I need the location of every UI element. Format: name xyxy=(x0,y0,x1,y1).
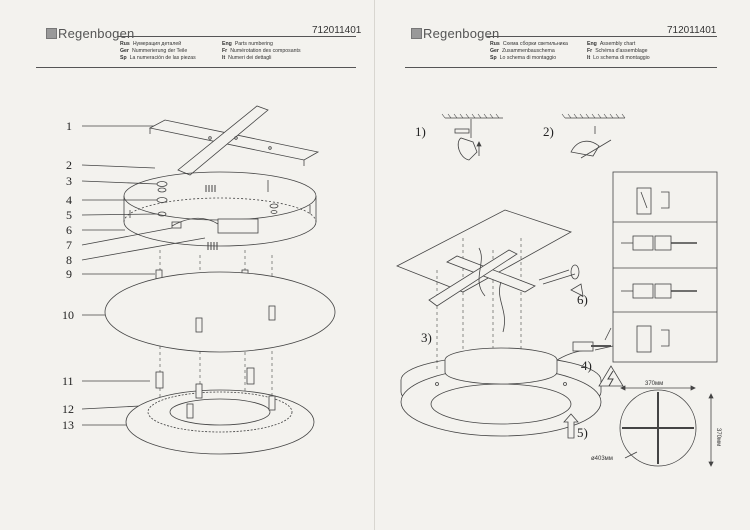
part-number-10: 10 xyxy=(62,308,74,322)
part-number-4: 4 xyxy=(66,193,72,207)
header-rule xyxy=(118,36,356,37)
part-number-6: 6 xyxy=(66,223,72,237)
model-code: 712011401 xyxy=(667,25,717,36)
model-code: 712011401 xyxy=(312,25,362,36)
part-number-7: 7 xyxy=(66,238,72,252)
dim-diameter: ø403мм xyxy=(591,456,613,462)
exploded-parts-drawing xyxy=(81,105,336,455)
step-5-label: 5) xyxy=(577,425,588,440)
part-number-1: 1 xyxy=(66,119,72,133)
step-6-label: 6) xyxy=(577,292,588,307)
step-2-label: 2) xyxy=(543,124,554,139)
part-number-11: 11 xyxy=(62,374,74,388)
brand-logo: Regenbogen xyxy=(46,26,134,41)
assembly-drawing xyxy=(396,113,718,467)
dim-width: 370мм xyxy=(645,381,664,387)
part-number-13: 13 xyxy=(62,418,74,432)
brand-logo: Regenbogen xyxy=(411,26,499,41)
part-number-8: 8 xyxy=(66,253,72,267)
part-number-9: 9 xyxy=(66,267,72,281)
content-rule xyxy=(405,67,717,68)
step-4-label: 4) xyxy=(581,358,592,373)
logo-mark-icon xyxy=(46,28,57,39)
content-rule xyxy=(36,67,356,68)
logo-mark-icon xyxy=(411,28,422,39)
part-number-12: 12 xyxy=(62,402,74,416)
step-1-label: 1) xyxy=(415,124,426,139)
header-rule xyxy=(487,36,717,37)
step-3-label: 3) xyxy=(421,330,432,345)
page-fold xyxy=(374,0,375,530)
part-number-5: 5 xyxy=(66,208,72,222)
part-number-3: 3 xyxy=(66,174,72,188)
part-number-2: 2 xyxy=(66,158,72,172)
ceiling-hatch-1 xyxy=(441,113,503,119)
